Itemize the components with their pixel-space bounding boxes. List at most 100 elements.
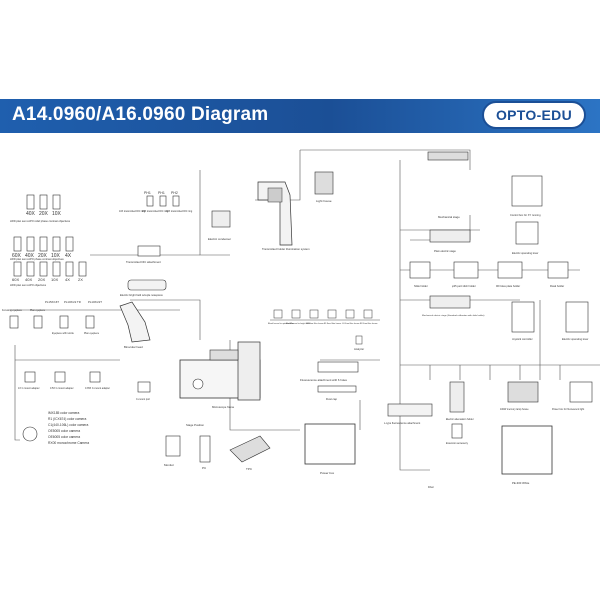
l-fluorescence-icon [387, 403, 433, 417]
petri-holder-icon [453, 261, 479, 279]
phase-caption: 40X transmitted DIC ring [166, 210, 193, 213]
joystick-label: Joystick controller [512, 337, 533, 341]
electric-lever-label: Electric operating lever [562, 337, 589, 341]
filter-cube-label: Blank house for bright field [286, 322, 310, 325]
stage-position-label: Stage Position [186, 423, 204, 427]
filter-cube-icon [363, 309, 373, 319]
camera-item: R1 (ICX674) color camera [48, 417, 86, 421]
power-box-fluor-icon [569, 381, 593, 403]
control-box-label: Control box for XY running [510, 213, 541, 217]
objective-icon [39, 194, 48, 210]
control-box-icon [511, 175, 543, 207]
lamp-house-label: 100W mercury lamp house [500, 408, 529, 411]
objective-caption: LWD plan semi-APO objectives [10, 283, 47, 287]
objective-mag: 20X [38, 253, 48, 259]
phase-ring-icon [159, 195, 167, 207]
objective-icon [26, 261, 35, 277]
accessory-diagram: 40X 20X 10X LWD plan semi-APO relief pha… [2, 149, 600, 489]
pe300-label: PE-300 White [512, 481, 530, 485]
tpc-icon [229, 435, 271, 463]
light-house-icon [314, 171, 334, 195]
objective-icon [78, 261, 87, 277]
objective-mag: 10X [51, 277, 58, 282]
dust-cap-label: Dust cap [326, 397, 337, 401]
eyepiece-icon [9, 315, 19, 329]
diagram-title: A14.0960/A16.0960 Diagram [12, 104, 269, 125]
pc-icon [199, 435, 211, 463]
objective-mag: 4X [65, 277, 70, 282]
objective-mag: 40X [26, 211, 36, 217]
extension-label: Extension accessory [446, 442, 469, 445]
phase-label: PH1 [144, 191, 151, 195]
mechanical-stage-2-icon [429, 295, 471, 309]
binocular-head-icon [119, 301, 151, 343]
electric-lever-icon [565, 301, 589, 333]
eyepiece-icon [85, 315, 95, 329]
attenuation-holder-icon [449, 381, 465, 413]
objective-mag: 2X [78, 277, 83, 282]
objective-icon [52, 236, 61, 252]
c-mount-adapter-icon [89, 371, 101, 383]
analyzer-label: Analyzer [354, 347, 364, 351]
camera-item: OE5005 color camera [48, 429, 80, 433]
eyepiece-model: PL10X/22T [88, 300, 102, 304]
filter-cube-icon [345, 309, 355, 319]
frame-pillar-icon [237, 341, 261, 401]
filter-cube-icon [273, 309, 283, 319]
c-mount-port-icon [137, 381, 151, 393]
c-mount-label: 0.35X C-mount adapter [85, 387, 110, 390]
camera-list: IMX185 color camera R1 (ICX674) color ca… [48, 411, 89, 445]
objective-icon [13, 236, 22, 252]
objective-mag: 40X [25, 277, 32, 282]
pe300-icon [501, 425, 553, 475]
petri-holder-label: φ35 petri dish holder [452, 284, 476, 288]
l-fluorescence-label: L-type fluorescence attachment [384, 421, 420, 425]
eyepiece-icon [33, 315, 43, 329]
focus-knob-icon [192, 378, 204, 390]
eyepiece-caption: Eyepiece with reticle [52, 332, 74, 335]
binocular-head-label: Binocular head [124, 345, 143, 349]
condenser-label: Electric condenser [208, 237, 231, 241]
objective-icon [52, 261, 61, 277]
objective-mag: 4X [65, 253, 72, 259]
well-holder-icon [497, 261, 523, 279]
c-mount-adapter-icon [24, 371, 36, 383]
eyepieces-group: PL15X/16T PL10X/22 TR PL10X/22T Focusing… [2, 300, 102, 335]
flask-holder-icon [547, 261, 569, 279]
phase-caption: 20X transmitted DIC ring [142, 210, 169, 213]
power-box-label: Power box [320, 471, 335, 475]
microscope-frame-label: Microscope frame [212, 405, 235, 409]
objective-icon [26, 236, 35, 252]
fluorescence-attachment-label: Fluorescence attachment with 6 holes [300, 378, 348, 382]
illumination-label: Transmitted holder illumination system [262, 247, 310, 251]
eyepiece-model: PL10X/22 TR [64, 300, 81, 304]
objective-icon [65, 261, 74, 277]
phase-label: PH2 [171, 191, 178, 195]
objective-mag: 40X [25, 253, 35, 259]
objective-mag: 60X [12, 277, 19, 282]
mechanical-stage-2-label: Mechanical electric stage (Standard cali… [422, 314, 485, 317]
filter-cube-icon [327, 309, 337, 319]
nosepiece-icon [127, 279, 167, 291]
dic-attachment-label: Transmitted DIC attachment [126, 260, 161, 264]
camera-item: OE6005 color camera [48, 435, 80, 439]
mechanical-stage-icon [427, 151, 469, 161]
dic-attachment-icon [137, 245, 161, 257]
pc-label: PC [202, 466, 207, 470]
c-mount-label: 1X C-mount adapter [18, 387, 40, 390]
objective-icon [39, 236, 48, 252]
eyepiece-model: PL15X/16T [45, 300, 59, 304]
light-house-label: Light house [316, 199, 332, 203]
mechanical-stage-label: Mechanical stage [438, 215, 460, 219]
objective-icon [52, 194, 61, 210]
camera-item: C1(440-106L) color camera [48, 423, 88, 427]
filter-cube-label: BV fluor filter house [360, 322, 378, 325]
filter-cube-label: G1 fluor filter house [342, 322, 360, 325]
microscope-frame [179, 341, 261, 401]
tpc-label: TPC [246, 467, 253, 471]
c-mount-label: 0.5X C-mount adapter [50, 387, 74, 390]
phase-label: PH1 [158, 191, 165, 195]
camera-item: RX00 monochrome Camera [48, 441, 89, 445]
power-box-icon [304, 423, 356, 465]
dust-cap-icon [317, 385, 357, 393]
